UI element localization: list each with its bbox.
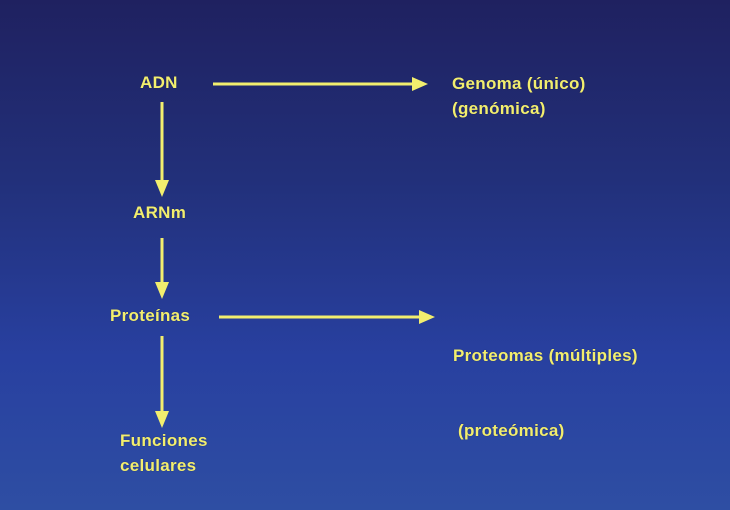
- node-proteinas-label: Proteínas: [110, 306, 191, 325]
- arrow-adn-to-arnm-head: [155, 180, 169, 197]
- arrow-adn-to-genoma-head: [412, 77, 428, 91]
- node-proteomas-line-1: Proteomas (múltiples): [453, 346, 638, 365]
- arrow-proteinas-to-funciones-head: [155, 411, 169, 428]
- node-proteinas: Proteínas: [110, 303, 190, 328]
- node-arnm: ARNm: [133, 200, 186, 225]
- arrow-adn-to-arnm: [155, 102, 169, 197]
- arrow-arnm-to-proteinas: [155, 238, 169, 299]
- node-funciones-line-1: Funciones: [120, 431, 208, 450]
- arrow-adn-to-genoma: [213, 77, 428, 91]
- node-proteomas: Proteomas (múltiples) (proteómica): [453, 293, 638, 468]
- arrow-arnm-to-proteinas-head: [155, 282, 169, 299]
- node-funciones-line-2: celulares: [120, 456, 197, 475]
- node-genoma-line-1: Genoma (único): [452, 74, 586, 93]
- node-adn-label: ADN: [140, 73, 178, 92]
- arrow-proteinas-to-proteomas-head: [419, 310, 435, 324]
- arrow-proteinas-to-funciones: [155, 336, 169, 428]
- node-proteomas-line-2: (proteómica): [453, 421, 565, 440]
- arrow-proteinas-to-proteomas: [219, 310, 435, 324]
- node-genoma: Genoma (único) (genómica): [452, 71, 586, 121]
- node-arnm-label: ARNm: [133, 203, 187, 222]
- node-genoma-line-2: (genómica): [452, 99, 546, 118]
- node-funciones: Funciones celulares: [120, 428, 208, 478]
- node-adn: ADN: [140, 70, 178, 95]
